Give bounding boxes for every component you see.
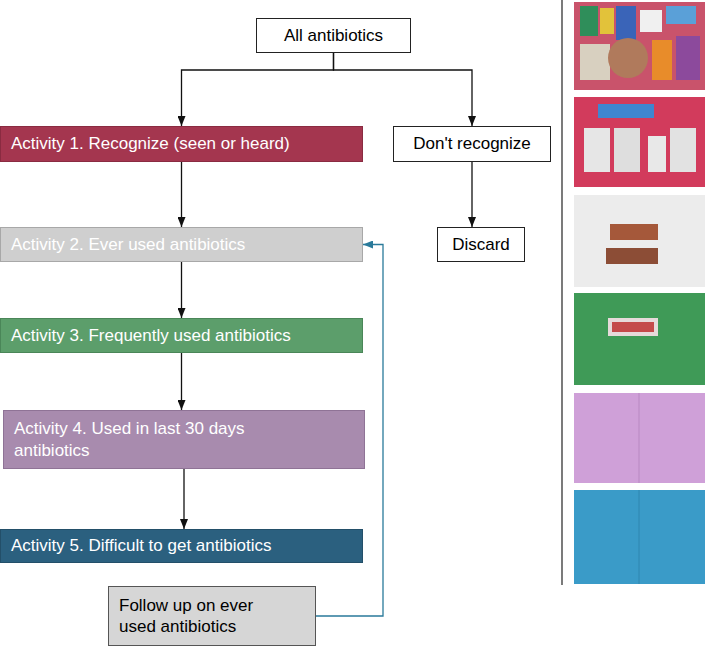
flow-arrow <box>183 469 184 529</box>
flow-arrow <box>181 162 182 227</box>
activity-box: Activity 3. Frequently used antibiotics <box>0 318 363 353</box>
activity-box: Activity 5. Difficult to get antibiotics <box>0 529 363 563</box>
sheet-fold <box>639 490 640 584</box>
photo-white-sheet <box>574 195 705 287</box>
photo-collage <box>574 2 705 90</box>
node-label: Follow up on ever used antibiotics <box>119 595 277 638</box>
node-label: Activity 5. Difficult to get antibiotics <box>11 535 271 556</box>
start-box: All antibiotics <box>256 18 411 53</box>
photo-green-sheet <box>574 293 705 385</box>
discard-box: Discard <box>437 227 525 262</box>
node-label: Activity 3. Frequently used antibiotics <box>11 325 291 346</box>
node-label: All antibiotics <box>284 25 383 46</box>
node-label: Discard <box>452 234 510 255</box>
followup-box: Follow up on ever used antibiotics <box>108 586 316 646</box>
sheet-fold <box>639 393 640 483</box>
node-label: Activity 2. Ever used antibiotics <box>11 234 245 255</box>
flow-arrow <box>471 162 472 227</box>
node-label: Don't recognize <box>413 133 531 154</box>
flow-arrow <box>334 53 473 126</box>
flow-arrow <box>316 245 383 617</box>
photo-pink-sheet <box>574 393 705 483</box>
node-label: Activity 1. Recognize (seen or heard) <box>11 133 290 154</box>
activity-box: Activity 2. Ever used antibiotics <box>0 227 363 262</box>
divider-line <box>561 0 562 585</box>
flow-arrow <box>182 53 334 126</box>
activity-box: Activity 4. Used in last 30 days antibio… <box>3 410 365 469</box>
activity-box: Activity 1. Recognize (seen or heard) <box>0 126 363 162</box>
flow-arrow <box>181 262 182 318</box>
branch-box: Don't recognize <box>393 126 551 162</box>
node-label: Activity 4. Used in last 30 days antibio… <box>14 418 304 461</box>
photo-blister-packs <box>574 97 705 187</box>
flow-arrow <box>181 353 182 410</box>
photo-blue-sheet <box>574 490 705 584</box>
